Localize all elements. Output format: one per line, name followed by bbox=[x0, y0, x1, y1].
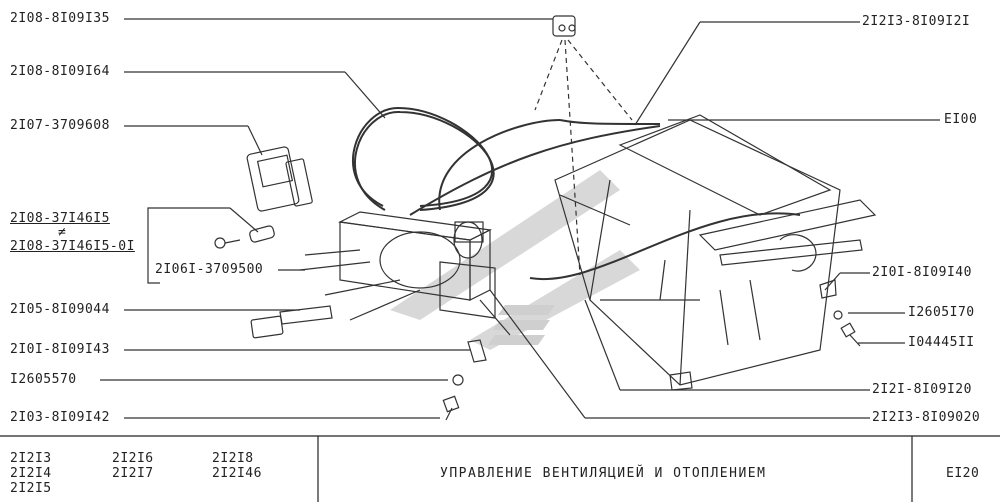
callout-l4b: 2I08-37I46I5-0I bbox=[10, 239, 135, 254]
model-code: 2I2I8 bbox=[212, 451, 254, 466]
callout-l1: 2I08-8I09I35 bbox=[10, 11, 110, 26]
model-code: 2I2I46 bbox=[212, 466, 262, 481]
callout-l7: 2I0I-8I09I43 bbox=[10, 342, 110, 357]
callout-r6: 2I2I-8I09I20 bbox=[872, 382, 972, 397]
model-code: 2I2I6 bbox=[112, 451, 154, 466]
callout-l6: 2I05-8I09044 bbox=[10, 302, 110, 317]
callout-l8: I2605570 bbox=[10, 372, 77, 387]
callout-l4a: 2I08-37I46I5 bbox=[10, 211, 110, 226]
washer-bolt-right bbox=[833, 310, 861, 347]
page-title: УПРАВЛЕНИЕ ВЕНТИЛЯЦИЕЙ И ОТОПЛЕНИЕМ bbox=[440, 466, 767, 481]
callout-r7: 2I2I3-8I09020 bbox=[872, 410, 981, 425]
callout-l4-neq: ≠ bbox=[58, 225, 67, 240]
switch-part bbox=[246, 146, 313, 212]
callout-l9: 2I03-8I09I42 bbox=[10, 410, 110, 425]
control-unit bbox=[299, 211, 511, 336]
footer-frame bbox=[0, 435, 1000, 502]
fasteners-left bbox=[442, 339, 487, 421]
dashed-arrows bbox=[534, 39, 633, 276]
callout-r1: 2I2I3-8I09I2I bbox=[862, 14, 971, 29]
callout-r2: EI00 bbox=[944, 112, 978, 127]
callout-r5: I04445II bbox=[908, 335, 975, 350]
callout-r3: 2I0I-8I09I40 bbox=[872, 265, 972, 280]
callout-l2: 2I08-8I09I64 bbox=[10, 64, 110, 79]
callout-l3: 2I07-3709608 bbox=[10, 118, 110, 133]
callout-l5: 2I06I-3709500 bbox=[155, 262, 264, 277]
model-code: 2I2I3 bbox=[10, 451, 52, 466]
heater-housing bbox=[554, 114, 877, 391]
callout-r4: I2605I70 bbox=[908, 305, 975, 320]
bracket-part bbox=[819, 279, 837, 299]
model-code: 2I2I7 bbox=[112, 466, 154, 481]
lamp-parts bbox=[214, 225, 275, 249]
leader-lines-right bbox=[489, 21, 940, 419]
leader-lines-left bbox=[100, 18, 553, 419]
model-code: 2I2I4 bbox=[10, 466, 52, 481]
cable-clip bbox=[552, 15, 576, 37]
model-code: 2I2I5 bbox=[10, 481, 52, 496]
page-number: EI20 bbox=[946, 466, 980, 481]
slider-knob bbox=[250, 305, 333, 339]
